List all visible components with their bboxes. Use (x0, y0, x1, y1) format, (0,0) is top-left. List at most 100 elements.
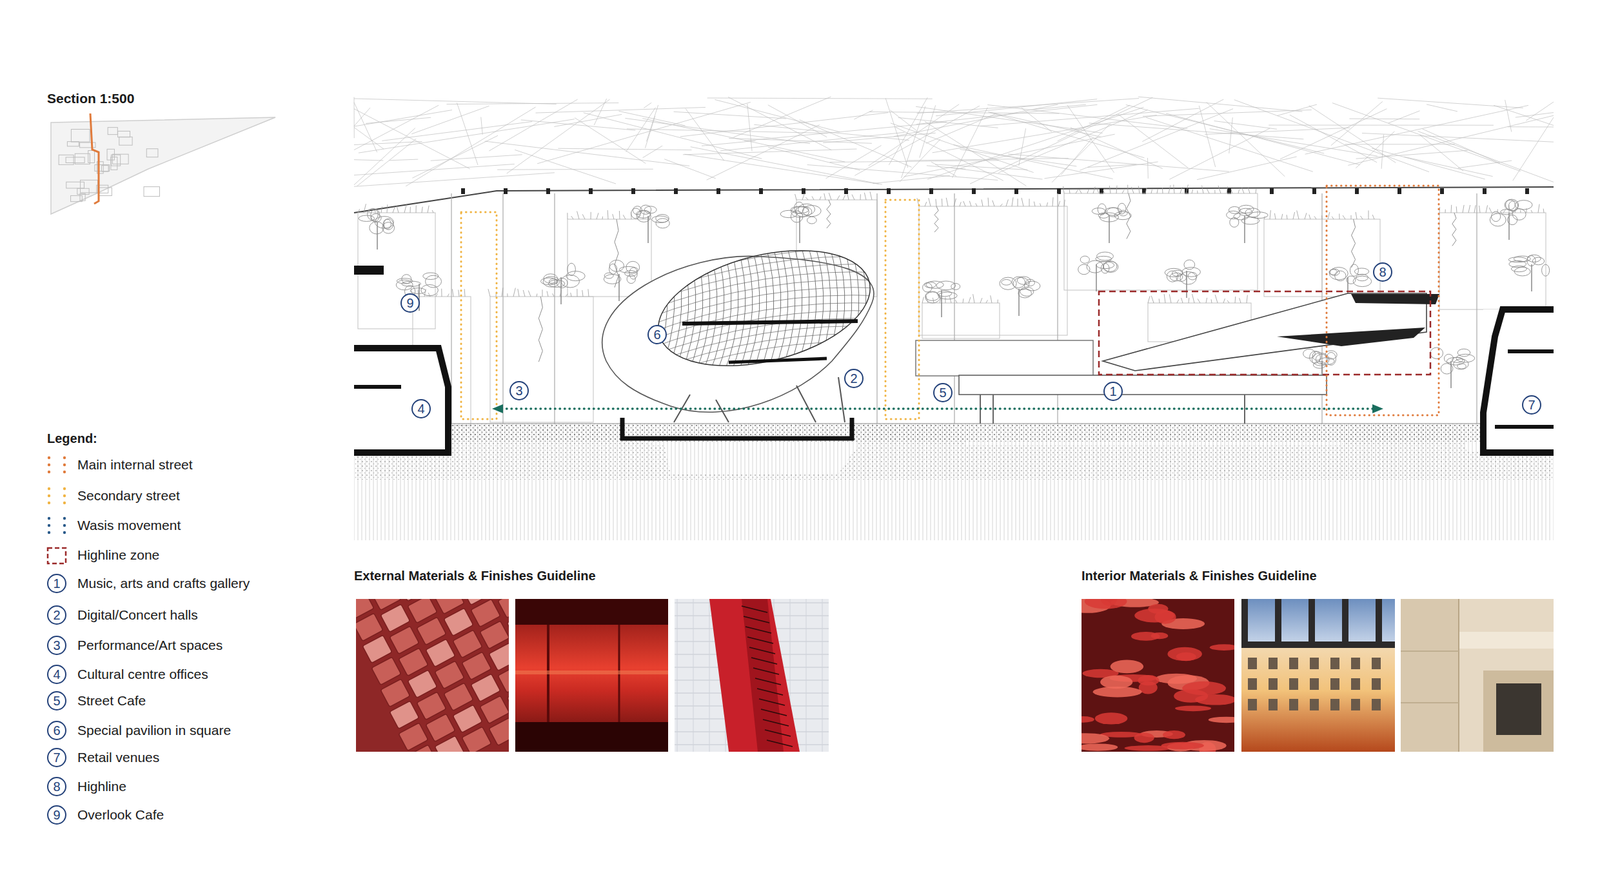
greenery (819, 196, 821, 200)
roof-member (744, 121, 947, 141)
window (1330, 699, 1340, 711)
floor-slab (354, 385, 402, 389)
material-stone (1400, 599, 1554, 752)
stair (757, 688, 783, 696)
column (876, 193, 878, 424)
mesh-line (644, 295, 884, 335)
greenery (1156, 189, 1158, 194)
greenery (1293, 212, 1295, 220)
water-ripple (1175, 705, 1212, 712)
greenery (1033, 201, 1036, 207)
greenery (404, 204, 407, 213)
greenery (1017, 198, 1019, 207)
mesh-line (652, 245, 668, 375)
greenery (981, 199, 983, 207)
roof-member (1347, 115, 1554, 166)
window (1330, 657, 1340, 670)
roof-member (1377, 98, 1524, 108)
legend-sample (63, 470, 66, 474)
key-plan-block (119, 136, 133, 146)
greenery (1309, 214, 1311, 220)
greenery (922, 297, 924, 304)
roof-member (869, 111, 1059, 114)
greenery (432, 210, 434, 213)
roof-member (1196, 156, 1297, 180)
greenery (939, 296, 942, 304)
roof-member (682, 148, 858, 155)
column (992, 394, 994, 424)
tree-foliage (936, 281, 956, 291)
greenery (1185, 184, 1188, 194)
key-plan-block (146, 148, 159, 158)
material-courtyard (1241, 599, 1395, 645)
greenery (596, 212, 599, 220)
greenery (1520, 210, 1521, 213)
legend-number: 7 (47, 748, 67, 768)
mesh-line (737, 245, 753, 375)
greenery (980, 297, 983, 304)
greenery (1445, 209, 1446, 213)
greenery (1202, 185, 1204, 194)
roof-member (701, 140, 756, 146)
water-ripple (1155, 673, 1197, 685)
greenery (926, 296, 929, 304)
roof-member (521, 119, 636, 131)
tile (497, 664, 509, 693)
roof-member (1420, 134, 1464, 171)
mesh-line (644, 334, 884, 374)
water-ripple (1160, 742, 1204, 750)
hanging-vine (1452, 212, 1457, 246)
callout-number: 9 (400, 293, 420, 313)
roof-member (728, 138, 872, 144)
tree-foliage (1500, 209, 1513, 215)
greenery (582, 214, 585, 220)
roof-member (822, 132, 936, 143)
window (1371, 678, 1381, 691)
greenery (1087, 189, 1089, 194)
roof-fixing (886, 188, 891, 195)
building-outline (567, 219, 652, 297)
tree-foliage (925, 292, 941, 304)
material-red-water (1081, 599, 1235, 752)
roof-fixing (1056, 188, 1061, 195)
greenery (523, 290, 525, 297)
greenery (986, 299, 988, 304)
roof-member (1142, 99, 1224, 142)
greenery (396, 205, 399, 213)
legend-text: Secondary street (77, 488, 180, 504)
tree-foliage (1176, 274, 1186, 282)
roof-beam (1241, 641, 1395, 649)
greenery (932, 297, 934, 304)
greenery (975, 203, 978, 207)
roof-member (646, 105, 658, 142)
key-plan-blocks (58, 127, 160, 202)
building-fill (1483, 309, 1554, 455)
roof-member (890, 123, 1034, 173)
ground-line (354, 423, 1554, 424)
greenery (802, 193, 805, 200)
roof-member (357, 138, 417, 186)
roof-member (354, 127, 384, 150)
callout-number: 2 (844, 368, 864, 389)
key-plan-block (112, 154, 129, 164)
greenery (1158, 298, 1161, 304)
greenery (1029, 198, 1030, 207)
greenery (1011, 197, 1014, 207)
tree-foliage (790, 206, 809, 214)
roof-fixing (1269, 188, 1274, 195)
tree-foliage (1329, 266, 1348, 280)
roof-member (1403, 156, 1493, 177)
callout-number: 1 (1103, 381, 1123, 402)
roof-fixing (673, 188, 678, 195)
greenery (935, 199, 937, 207)
greenery (570, 292, 572, 297)
greenery (1176, 299, 1179, 304)
greenery (946, 197, 949, 207)
roof-member (1507, 126, 1554, 128)
legend-text: Main internal street (77, 457, 193, 473)
greenery (648, 212, 651, 220)
stair (747, 637, 774, 644)
greenery (607, 210, 609, 220)
greenery (1169, 294, 1172, 304)
